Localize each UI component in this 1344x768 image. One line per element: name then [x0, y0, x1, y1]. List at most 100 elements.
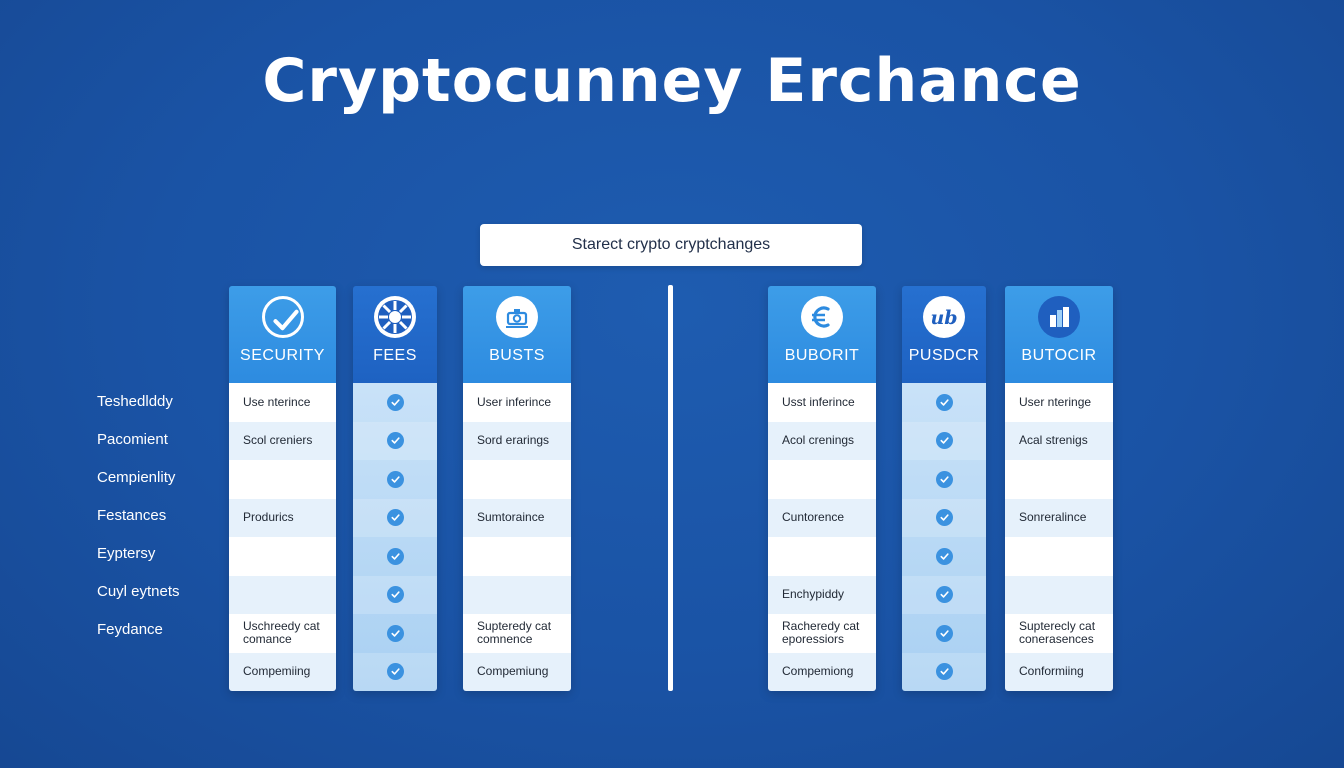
- search-input[interactable]: [480, 224, 862, 266]
- wheel-icon: [374, 296, 416, 338]
- check-cell: [353, 498, 437, 537]
- table-cell: User inferince: [463, 383, 571, 422]
- checkmark-icon: [935, 586, 953, 604]
- table-cell: [463, 537, 571, 576]
- check-cell: [353, 383, 437, 422]
- row-label: Pacomient: [97, 431, 168, 448]
- table-cell: Compemiung: [463, 652, 571, 691]
- check-cell: [353, 614, 437, 653]
- column-header[interactable]: Buborit: [768, 286, 876, 383]
- column-title: Buborit: [784, 347, 860, 364]
- table-cell: [229, 575, 336, 614]
- check-cell: [353, 421, 437, 460]
- checkmark-icon: [386, 509, 404, 527]
- table-cell: Compemiing: [229, 652, 336, 691]
- table-cell: User nteringe: [1005, 383, 1113, 422]
- column-title: Busts: [489, 347, 545, 364]
- row-labels: Teshedlddy Pacomient Cempienlity Festanc…: [97, 383, 217, 649]
- table-cell: Uschreedy cat comance: [229, 614, 336, 653]
- check-cell: [902, 614, 986, 653]
- column-pusdcr[interactable]: ub Pusdcr: [902, 286, 986, 691]
- check-cell: [353, 652, 437, 691]
- column-title: Security: [240, 347, 325, 364]
- checkmark-icon: [935, 470, 953, 488]
- table-cell: Scol creniers: [229, 421, 336, 460]
- checkmark-icon: [386, 547, 404, 565]
- table-cell: Enchypiddy: [768, 575, 876, 614]
- column-fees[interactable]: Fees: [353, 286, 437, 691]
- column-header[interactable]: Fees: [353, 286, 437, 383]
- column-security[interactable]: Security Use nterince Scol creniers Prod…: [229, 286, 336, 691]
- column-header[interactable]: Busts: [463, 286, 571, 383]
- table-cell: [463, 460, 571, 499]
- table-cell: [768, 460, 876, 499]
- row-label: Festances: [97, 507, 167, 524]
- euro-icon: [801, 296, 843, 338]
- table-cell: Supterecly cat conerasences: [1005, 614, 1113, 653]
- checkmark-icon: [386, 470, 404, 488]
- checkmark-icon: [386, 663, 404, 681]
- ub-logo-icon: ub: [923, 296, 965, 338]
- row-label: Cempienlity: [97, 469, 176, 486]
- check-circle-icon: [261, 296, 304, 338]
- check-cell: [902, 537, 986, 576]
- table-cell: Acal strenigs: [1005, 421, 1113, 460]
- table-cell: Cuntorence: [768, 498, 876, 537]
- checkmark-icon: [935, 509, 953, 527]
- checkmark-icon: [386, 393, 404, 411]
- check-cell: [902, 383, 986, 422]
- page-title: Cryptocunney Erchance: [262, 46, 1082, 116]
- check-cell: [902, 498, 986, 537]
- column-header[interactable]: Security: [229, 286, 336, 383]
- checkmark-icon: [935, 624, 953, 642]
- column-title: Fees: [373, 347, 417, 364]
- check-cell: [902, 575, 986, 614]
- check-cell: [902, 460, 986, 499]
- column-title: Pusdcr: [908, 347, 980, 364]
- table-cell: [229, 460, 336, 499]
- column-title: Butocir: [1021, 347, 1097, 364]
- table-cell: Compemiong: [768, 652, 876, 691]
- table-cell: Sord erarings: [463, 421, 571, 460]
- camera-icon: [496, 296, 538, 338]
- svg-text:ub: ub: [930, 307, 957, 329]
- check-cell: [353, 575, 437, 614]
- table-cell: [1005, 537, 1113, 576]
- table-cell: [1005, 460, 1113, 499]
- row-label: Cuyl eytnets: [97, 583, 180, 600]
- row-label: Teshedlddy: [97, 393, 173, 410]
- checkmark-icon: [386, 432, 404, 450]
- checkmark-icon: [935, 393, 953, 411]
- row-label: Feydance: [97, 621, 163, 638]
- checkmark-icon: [935, 547, 953, 565]
- table-cell: Acol crenings: [768, 421, 876, 460]
- table-cell: Conformiing: [1005, 652, 1113, 691]
- table-cell: Supteredy cat comnence: [463, 614, 571, 653]
- table-cell: [1005, 575, 1113, 614]
- table-cell: Sonreralince: [1005, 498, 1113, 537]
- checkmark-icon: [935, 663, 953, 681]
- bar-chart-icon: [1038, 296, 1080, 338]
- column-buborit[interactable]: Buborit Usst inferince Acol crenings Cun…: [768, 286, 876, 691]
- table-cell: Racheredy cat eporessiors: [768, 614, 876, 653]
- table-cell: Usst inferince: [768, 383, 876, 422]
- table-cell: Use nterince: [229, 383, 336, 422]
- column-header[interactable]: Butocir: [1005, 286, 1113, 383]
- table-cell: [463, 575, 571, 614]
- column-busts[interactable]: Busts User inferince Sord erarings Sumto…: [463, 286, 571, 691]
- table-cell: Sumtoraince: [463, 498, 571, 537]
- checkmark-icon: [386, 624, 404, 642]
- table-cell: [768, 537, 876, 576]
- column-butocir[interactable]: Butocir User nteringe Acal strenigs Sonr…: [1005, 286, 1113, 691]
- check-cell: [353, 460, 437, 499]
- column-divider: [668, 285, 673, 691]
- check-cell: [902, 652, 986, 691]
- row-label: Eyptersy: [97, 545, 156, 562]
- column-header[interactable]: ub Pusdcr: [902, 286, 986, 383]
- table-cell: Produrics: [229, 498, 336, 537]
- check-cell: [353, 537, 437, 576]
- table-cell: [229, 537, 336, 576]
- checkmark-icon: [935, 432, 953, 450]
- checkmark-icon: [386, 586, 404, 604]
- check-cell: [902, 421, 986, 460]
